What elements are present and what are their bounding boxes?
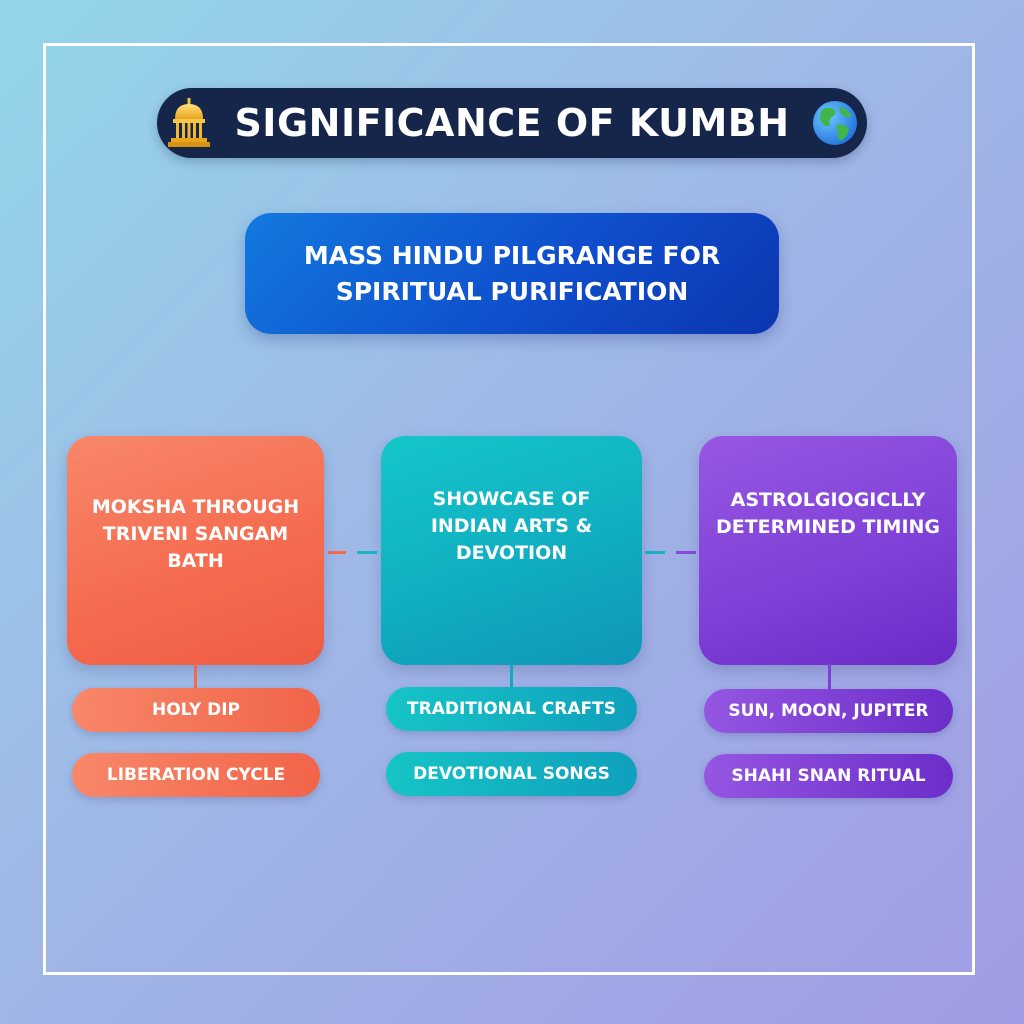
- temple-icon: [168, 98, 211, 147]
- sub-item-sun-moon-jupiter: SUN, MOON, JUPITER: [704, 689, 953, 733]
- column-box-arts: SHOWCASE OF INDIAN ARTS & DEVOTION: [381, 436, 642, 665]
- main-concept-box: MASS HINDU PILGRANGE FOR SPIRITUAL PURIF…: [245, 213, 779, 334]
- globe-icon: [812, 101, 857, 145]
- connector-line: [828, 664, 831, 689]
- column-box-astrology: ASTROLGIOGICLLY DETERMINED TIMING: [699, 436, 957, 665]
- sub-item-holy-dip: HOLY DIP: [72, 688, 320, 732]
- connector-line: [510, 664, 513, 689]
- title-banner: SIGNIFICANCE OF KUMBH: [157, 88, 867, 158]
- column-title: MOKSHA THROUGH TRIVENI SANGAM BATH: [91, 496, 300, 572]
- connector-dash: [357, 551, 377, 554]
- column-title: ASTROLGIOGICLLY DETERMINED TIMING: [715, 489, 941, 538]
- connector-dash: [676, 551, 696, 554]
- connector-dash: [328, 551, 346, 554]
- white-frame: [43, 43, 975, 975]
- main-concept-text: MASS HINDU PILGRANGE FOR SPIRITUAL PURIF…: [303, 240, 721, 306]
- sub-item-traditional-crafts: TRADITIONAL CRAFTS: [386, 687, 637, 731]
- column-box-moksha: MOKSHA THROUGH TRIVENI SANGAM BATH: [67, 436, 324, 665]
- sub-item-shahi-snan-ritual: SHAHI SNAN RITUAL: [704, 754, 953, 798]
- page-title: SIGNIFICANCE OF KUMBH: [234, 101, 790, 145]
- sub-item-devotional-songs: DEVOTIONAL SONGS: [386, 752, 637, 796]
- sub-item-liberation-cycle: LIBERATION CYCLE: [72, 753, 320, 797]
- column-title: SHOWCASE OF INDIAN ARTS & DEVOTION: [430, 488, 593, 564]
- connector-line: [194, 664, 197, 689]
- connector-dash: [645, 551, 665, 554]
